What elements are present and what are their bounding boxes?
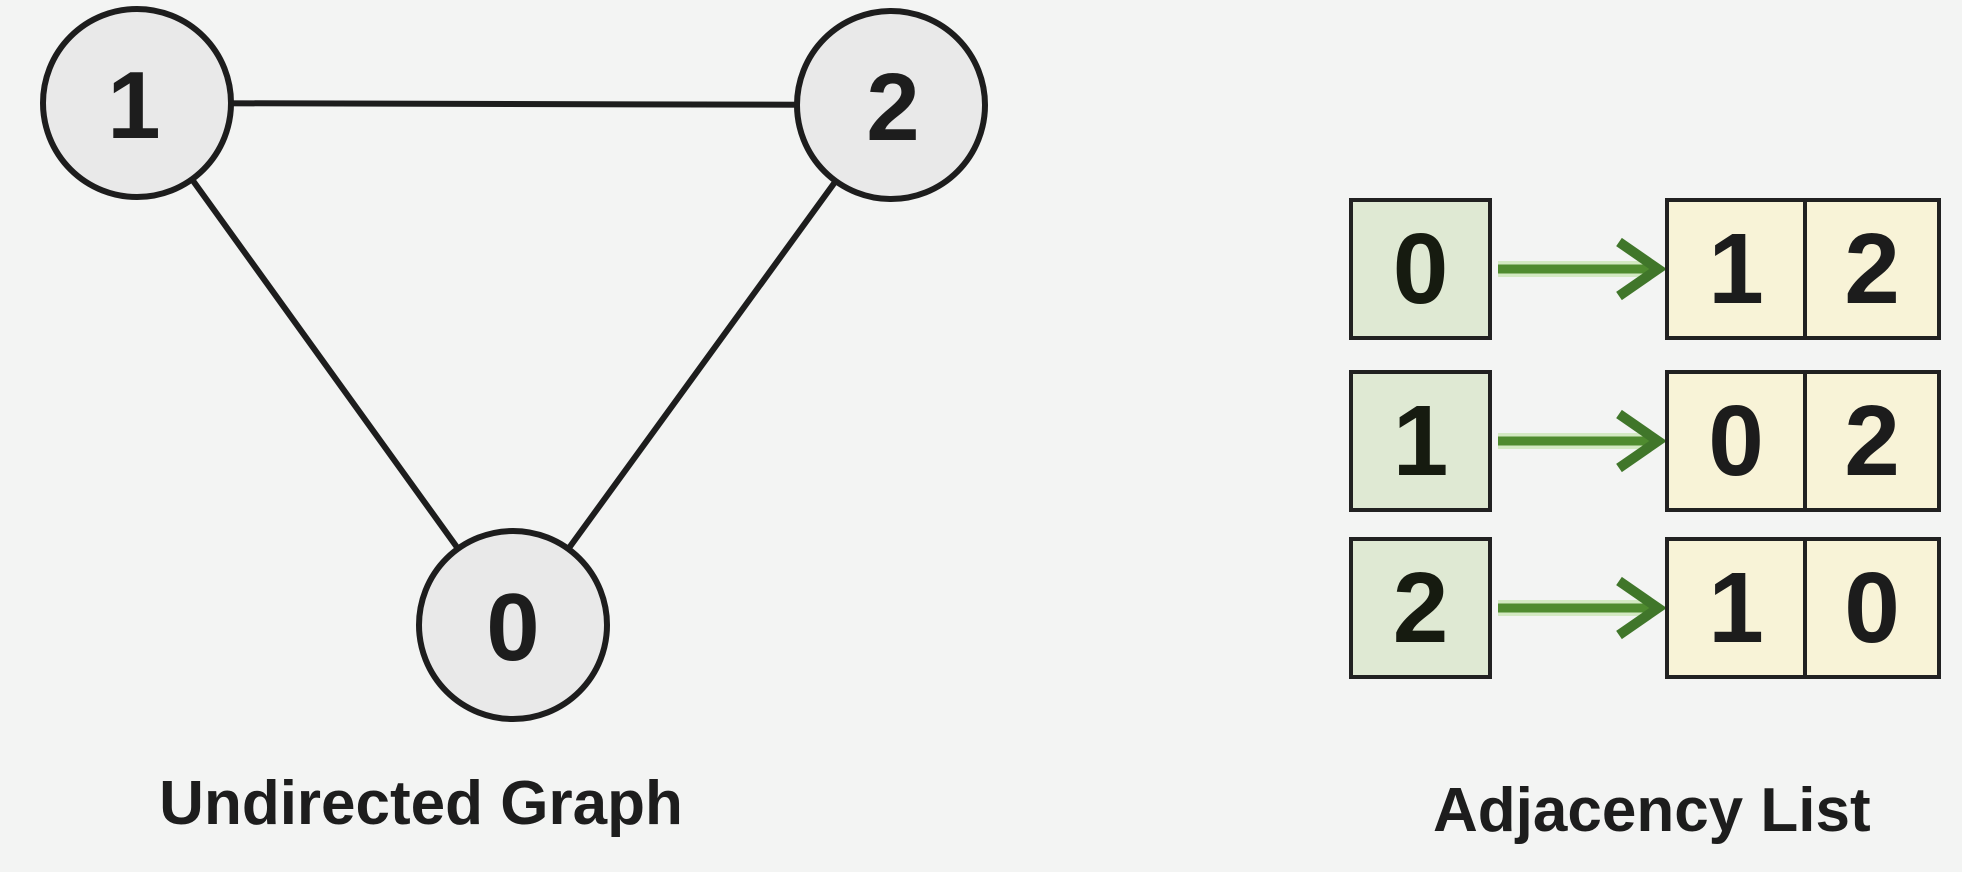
- right-arrow-icon: [1498, 409, 1665, 473]
- adjacency-key-0: 0: [1349, 198, 1492, 340]
- right-arrow-icon: [1498, 576, 1665, 640]
- edge-2-0: [510, 103, 894, 627]
- adjacency-key-2: 2: [1349, 537, 1492, 679]
- undirected-graph-title: Undirected Graph: [159, 769, 683, 838]
- graph-node-0-label: 0: [486, 574, 539, 681]
- adjacency-values-1: 0 2: [1665, 370, 1941, 512]
- adjacency-cell: 0: [1708, 385, 1764, 497]
- adjacency-row-1: 1 0 2: [1349, 370, 1941, 512]
- graph-node-0: [416, 528, 610, 722]
- graph-node-2: [794, 8, 988, 202]
- adjacency-row-2: 2 1 0: [1349, 537, 1941, 679]
- graph-node-2-label: 2: [866, 54, 919, 161]
- adjacency-cell: 1: [1708, 552, 1764, 664]
- adjacency-cell: 2: [1803, 374, 1937, 508]
- undirected-graph-figure: 1 2 0: [40, 6, 988, 722]
- edge-1-0: [134, 101, 516, 627]
- graph-node-1: [40, 6, 234, 200]
- adjacency-key-1: 1: [1349, 370, 1492, 512]
- edge-1-2: [136, 100, 892, 108]
- adjacency-cell: 0: [1803, 541, 1937, 675]
- graph-node-1-label: 1: [107, 52, 160, 159]
- adjacency-values-0: 1 2: [1665, 198, 1941, 340]
- adjacency-row-0: 0 1 2: [1349, 198, 1941, 340]
- adjacency-cell: 2: [1803, 202, 1937, 336]
- adjacency-values-2: 1 0: [1665, 537, 1941, 679]
- adjacency-list-title: Adjacency List: [1433, 776, 1871, 845]
- right-arrow-icon: [1498, 237, 1665, 301]
- adjacency-cell: 1: [1708, 213, 1764, 325]
